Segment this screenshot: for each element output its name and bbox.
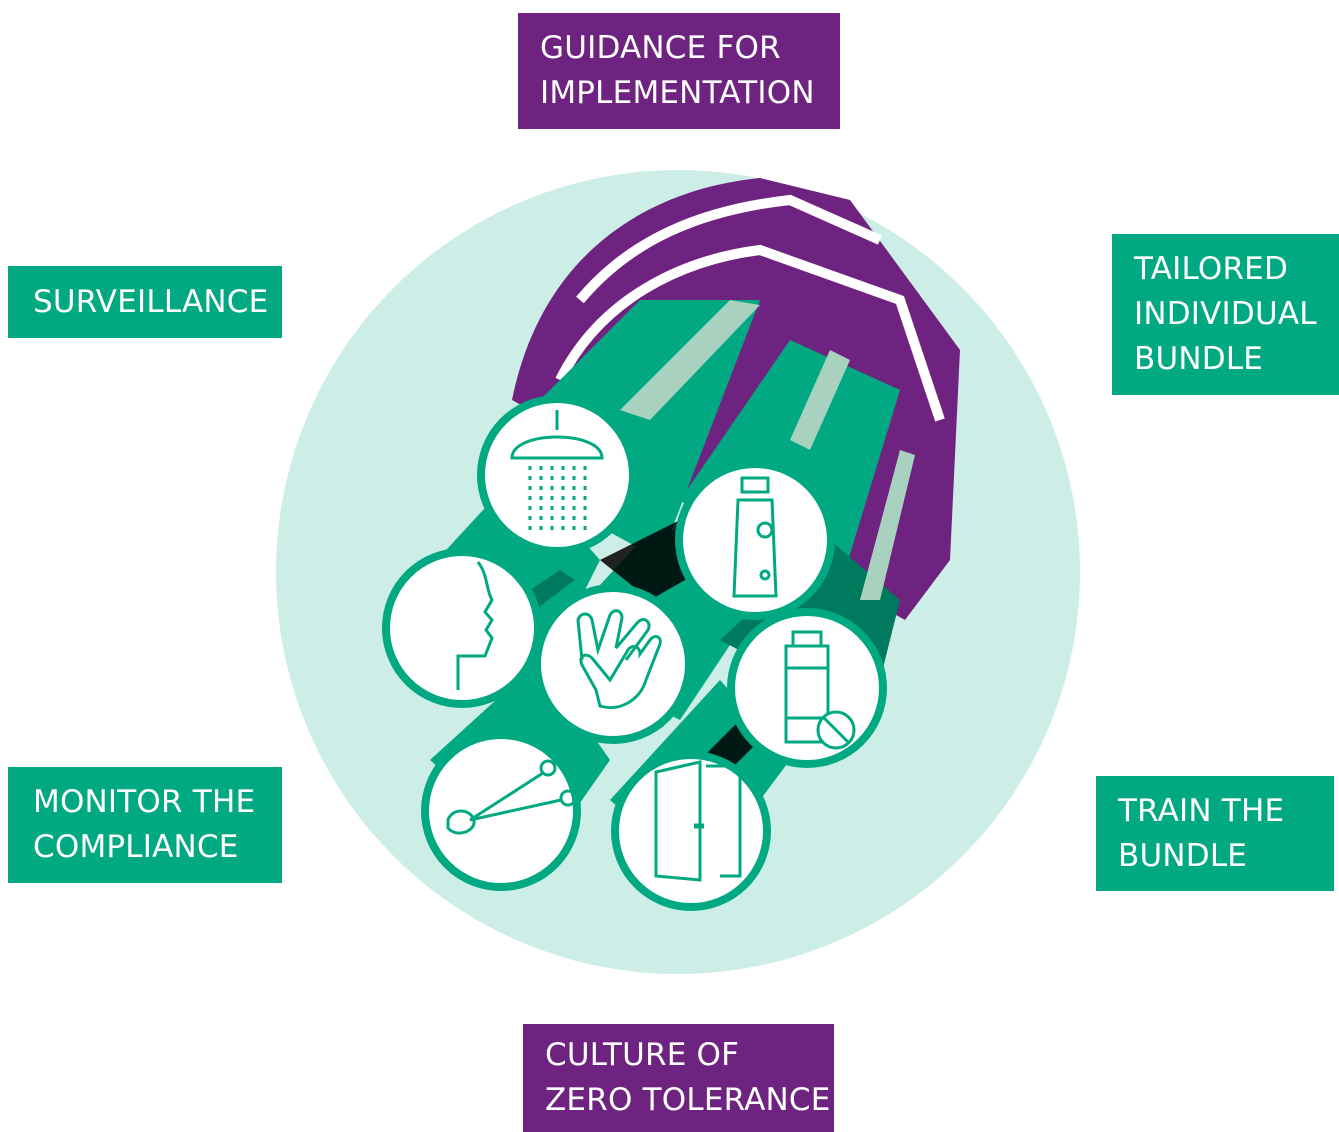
label-culture-of-zero-tolerance: CULTURE OF ZERO TOLERANCE <box>523 1024 834 1132</box>
antiseptic-bottle-icon <box>784 630 856 750</box>
open-door-icon <box>654 760 742 882</box>
label-train-the-bundle: TRAIN THE BUNDLE <box>1096 776 1334 891</box>
label-line: GUIDANCE FOR <box>540 30 781 66</box>
label-line: ZERO TOLERANCE <box>545 1082 831 1118</box>
nasal-swab-icon <box>446 759 577 835</box>
label-line: TAILORED <box>1134 251 1289 287</box>
hands-icon <box>576 609 662 709</box>
label-line: IMPLEMENTATION <box>540 75 815 111</box>
label-line: CULTURE OF <box>545 1037 740 1073</box>
label-monitor-the-compliance: MONITOR THE COMPLIANCE <box>8 767 282 883</box>
label-surveillance: SURVEILLANCE <box>8 266 282 338</box>
label-line: COMPLIANCE <box>33 829 239 865</box>
label-line: BUNDLE <box>1134 341 1264 377</box>
clipper-icon <box>732 476 778 598</box>
label-guidance-for-implementation: GUIDANCE FOR IMPLEMENTATION <box>518 13 840 129</box>
label-line: SURVEILLANCE <box>33 283 269 320</box>
shower-icon <box>510 410 604 532</box>
face-profile-icon <box>456 561 494 690</box>
label-line: MONITOR THE <box>33 784 256 820</box>
label-line: BUNDLE <box>1118 837 1248 874</box>
label-line: TRAIN THE <box>1118 792 1285 829</box>
label-line: INDIVIDUAL <box>1134 296 1317 332</box>
label-tailored-individual-bundle: TAILORED INDIVIDUAL BUNDLE <box>1112 234 1339 395</box>
